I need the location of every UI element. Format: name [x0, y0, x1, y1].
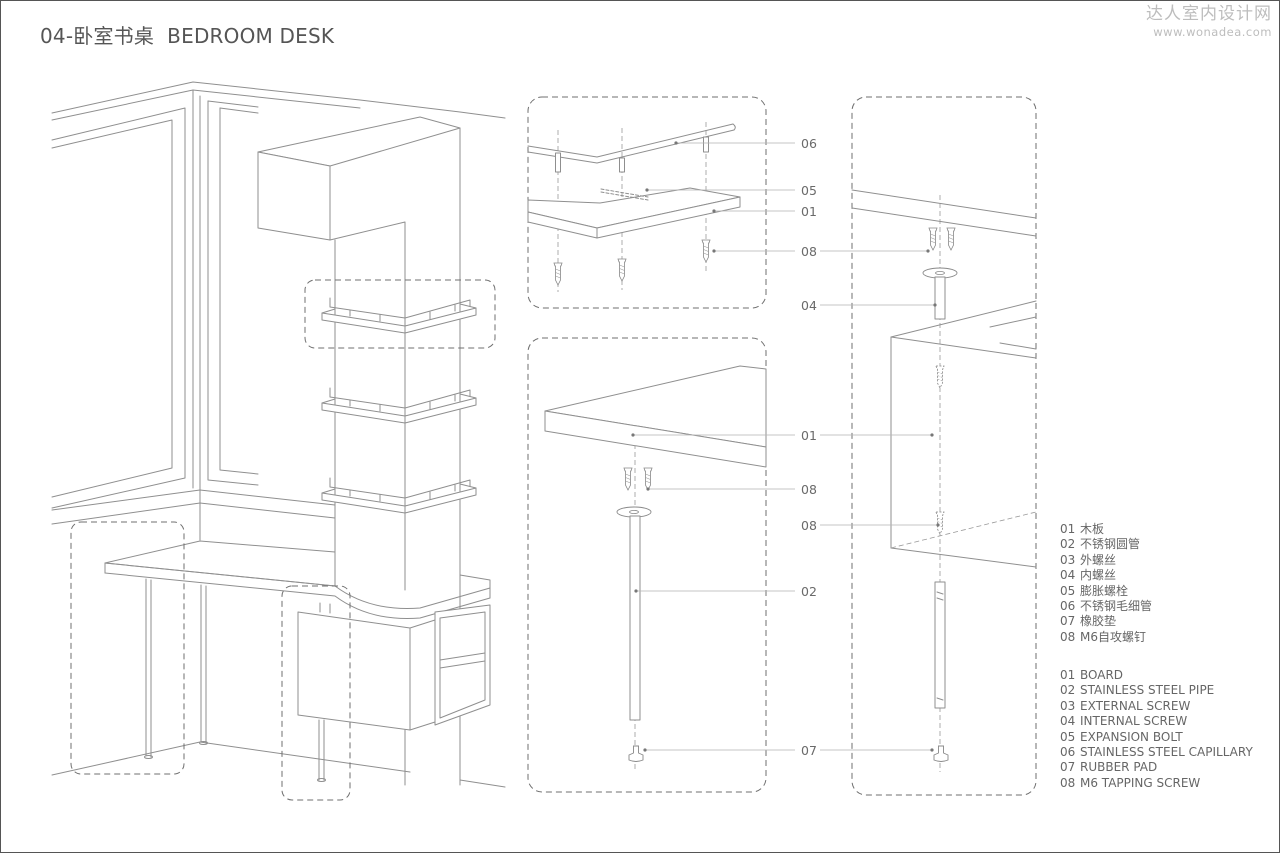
legend-text: 木板 — [1080, 522, 1105, 536]
legend-text: M6自攻螺钉 — [1080, 629, 1146, 644]
legend-item: 05 EXPANSION BOLT — [1060, 730, 1253, 745]
wall-shelf-3 — [321, 477, 477, 514]
wall-shelf-2 — [321, 387, 477, 424]
legend-item: 02 STAINLESS STEEL PIPE — [1060, 683, 1253, 698]
legend-number: 02 — [1060, 683, 1076, 698]
legend-text: 橡胶垫 — [1080, 614, 1117, 629]
legend-english: 01 BOARD 02 STAINLESS STEEL PIPE 03 EXTERNA… — [1060, 668, 1253, 791]
callout-label: 07 — [801, 743, 817, 758]
callout-label: 08 — [801, 518, 817, 533]
callout-leaders — [631, 141, 940, 752]
legend-text: 内螺丝 — [1080, 568, 1117, 583]
legend-item: 02 不锈钢圆管 — [1060, 537, 1152, 552]
detail-box-cabinet-leg — [851, 96, 1037, 796]
legend-chinese: 01 木板 02 不锈钢圆管 03 外螺丝 04 内螺丝 05 膨胀螺栓 06 不锈钢毛细管… — [1060, 522, 1152, 645]
legend-item: 07 RUBBER PAD — [1060, 760, 1253, 775]
legend-number: 02 — [1060, 537, 1076, 552]
watermark-url: www.wonadea.com — [1153, 25, 1272, 39]
legend-text: M6 TAPPING SCREW — [1080, 775, 1201, 790]
legend-number: 05 — [1060, 729, 1076, 744]
callout-label: 01 — [801, 428, 817, 443]
legend-item: 08 M6 TAPPING SCREW — [1060, 776, 1253, 791]
legend-text: 膨胀螺栓 — [1080, 583, 1129, 598]
legend-number: 04 — [1060, 568, 1076, 583]
desk-legs — [144, 578, 326, 782]
legend-text: 不锈钢毛细管 — [1080, 599, 1153, 614]
legend-item: 04 内螺丝 — [1060, 568, 1152, 583]
callout-label: 08 — [801, 482, 817, 497]
legend-item: 01 BOARD — [1060, 668, 1253, 683]
legend-item: 03 外螺丝 — [1060, 553, 1152, 568]
legend-number: 07 — [1060, 760, 1076, 775]
legend-text: 外螺丝 — [1080, 552, 1117, 567]
legend-number: 06 — [1060, 599, 1076, 614]
watermark-name: 达人室内设计网 — [1146, 4, 1272, 24]
legend-number: 03 — [1060, 552, 1076, 567]
callout-label: 04 — [801, 298, 817, 313]
hanging-cabinet — [297, 602, 491, 731]
shelf-detail-outline — [304, 279, 496, 349]
callout-label: 08 — [801, 244, 817, 259]
legend-text: EXTERNAL SCREW — [1080, 698, 1191, 713]
callout-label: 01 — [801, 204, 817, 219]
legend-item: 08 M6自攻螺钉 — [1060, 630, 1152, 645]
isometric-desk-view — [51, 81, 506, 801]
legend-text: BOARD — [1080, 668, 1124, 682]
watermark: 达人室内设计网 www.wonadea.com — [1146, 3, 1272, 39]
cabinet-leg-detail-outline — [281, 585, 351, 801]
legend-text: STAINLESS STEEL PIPE — [1080, 683, 1215, 698]
legend-number: 07 — [1060, 614, 1076, 629]
legend-item: 03 EXTERNAL SCREW — [1060, 699, 1253, 714]
detail-box-shelf — [527, 96, 767, 309]
legend-number: 05 — [1060, 583, 1076, 598]
legend-text: 不锈钢圆管 — [1080, 537, 1141, 552]
legend-number: 01 — [1060, 522, 1076, 536]
leg-detail-outline — [70, 521, 185, 775]
callout-label: 02 — [801, 584, 817, 599]
legend-number: 04 — [1060, 714, 1076, 729]
legend-number: 01 — [1060, 668, 1076, 682]
legend-item: 05 膨胀螺栓 — [1060, 584, 1152, 599]
legend-number: 08 — [1060, 629, 1076, 644]
legend-text: INTERNAL SCREW — [1080, 714, 1188, 729]
legend-item: 07 橡胶垫 — [1060, 614, 1152, 629]
desk-top-board — [104, 540, 491, 619]
legend-number: 06 — [1060, 745, 1076, 760]
legend-number: 03 — [1060, 698, 1076, 713]
callout-label: 05 — [801, 183, 817, 198]
callout-labels: 06 05 01 08 04 01 08 08 02 07 — [801, 136, 817, 758]
legend-item: 06 STAINLESS STEEL CAPILLARY — [1060, 745, 1253, 760]
legend-item: 01 木板 — [1060, 522, 1152, 537]
legend-text: EXPANSION BOLT — [1080, 729, 1183, 744]
detail-box-desk-leg — [527, 337, 767, 793]
legend-text: STAINLESS STEEL CAPILLARY — [1080, 745, 1253, 760]
wall-shelf-1 — [321, 297, 477, 334]
callout-label: 06 — [801, 136, 817, 151]
legend-number: 08 — [1060, 775, 1076, 790]
page-title: 04-卧室书桌 BEDROOM DESK — [40, 24, 335, 48]
legend-item: 06 不锈钢毛细管 — [1060, 599, 1152, 614]
legend-text: RUBBER PAD — [1080, 760, 1158, 775]
legend-item: 04 INTERNAL SCREW — [1060, 714, 1253, 729]
